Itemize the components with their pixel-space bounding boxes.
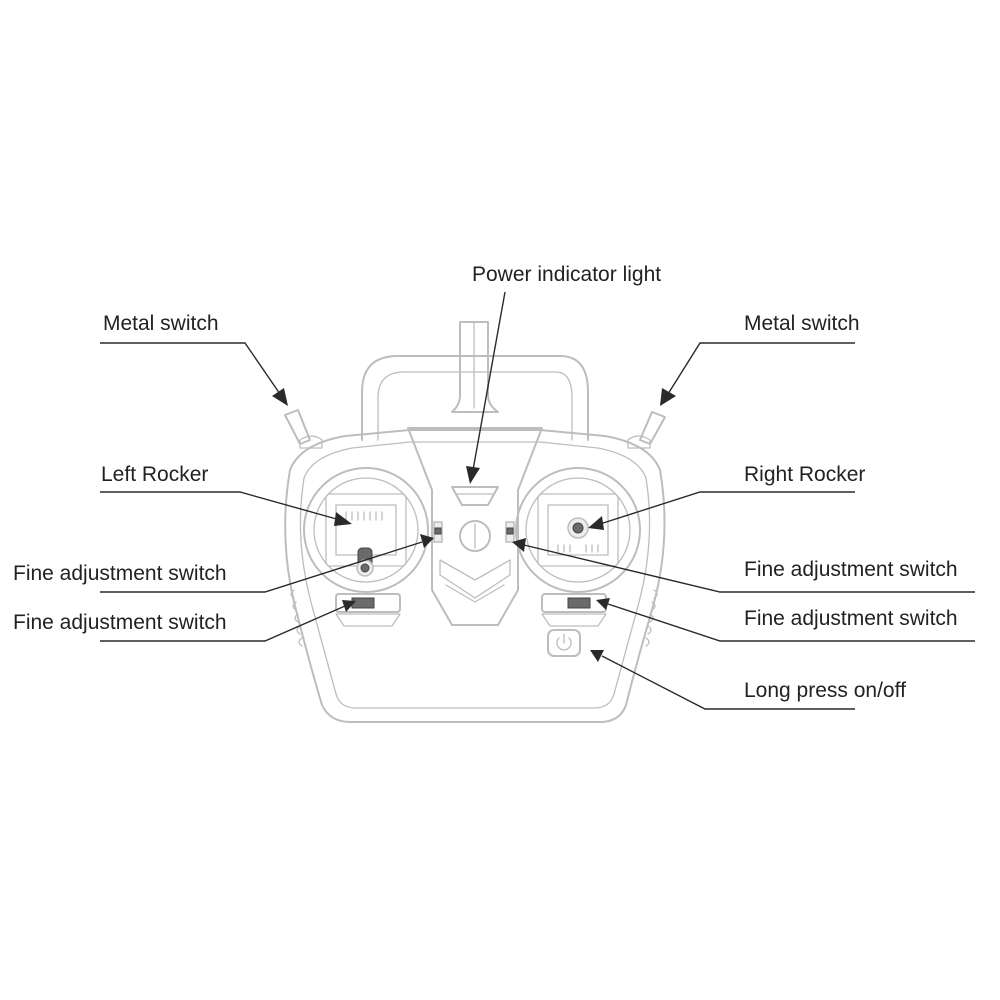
center-panel (407, 427, 543, 626)
callout-fine-adjustment-right-1: Fine adjustment switch (512, 538, 975, 593)
callout-power-indicator: Power indicator light (466, 263, 661, 484)
antenna (451, 321, 499, 413)
left-metal-switch (284, 409, 323, 449)
carry-handle (361, 355, 589, 441)
center-button (459, 520, 491, 552)
right-bottom-trim-switch (541, 593, 607, 627)
fine-adjustment-right-1-label: Fine adjustment switch (744, 558, 958, 581)
callout-power-button: Long press on/off (590, 650, 906, 710)
metal-switch-left-label: Metal switch (103, 312, 219, 335)
callout-fine-adjustment-right-2: Fine adjustment switch (596, 598, 975, 642)
callout-fine-adjustment-left-2: Fine adjustment switch (13, 600, 356, 642)
metal-switch-right-label: Metal switch (744, 312, 860, 335)
fine-adjustment-left-2-label: Fine adjustment switch (13, 611, 227, 634)
controller-body (284, 429, 666, 723)
right-gimbal (515, 467, 641, 593)
power-button (547, 629, 581, 657)
left-rocker-label: Left Rocker (101, 463, 208, 486)
right-rocker-stick (567, 517, 589, 539)
right-grip-ridges (645, 589, 658, 647)
center-chevron-1 (439, 559, 511, 599)
callout-metal-switch-left: Metal switch (100, 312, 288, 406)
carry-handle-inner (377, 371, 573, 441)
controller-body-inner (299, 441, 651, 709)
right-rocker-label: Right Rocker (744, 463, 865, 486)
callout-metal-switch-right: Metal switch (660, 312, 860, 406)
callout-left-rocker: Left Rocker (100, 463, 352, 526)
power-indicator-light (451, 486, 499, 506)
right-metal-switch (627, 411, 666, 449)
controller-illustration (284, 321, 666, 723)
center-chevron-2 (445, 584, 505, 603)
power-icon (556, 633, 572, 651)
fine-adjustment-left-1-label: Fine adjustment switch (13, 562, 227, 585)
left-bottom-trim-switch (335, 593, 401, 627)
fine-adjustment-right-2-label: Fine adjustment switch (744, 607, 958, 630)
power-indicator-label: Power indicator light (472, 263, 661, 286)
callout-fine-adjustment-left-1: Fine adjustment switch (13, 534, 434, 593)
power-button-label: Long press on/off (744, 679, 906, 702)
callout-right-rocker: Right Rocker (588, 463, 865, 530)
